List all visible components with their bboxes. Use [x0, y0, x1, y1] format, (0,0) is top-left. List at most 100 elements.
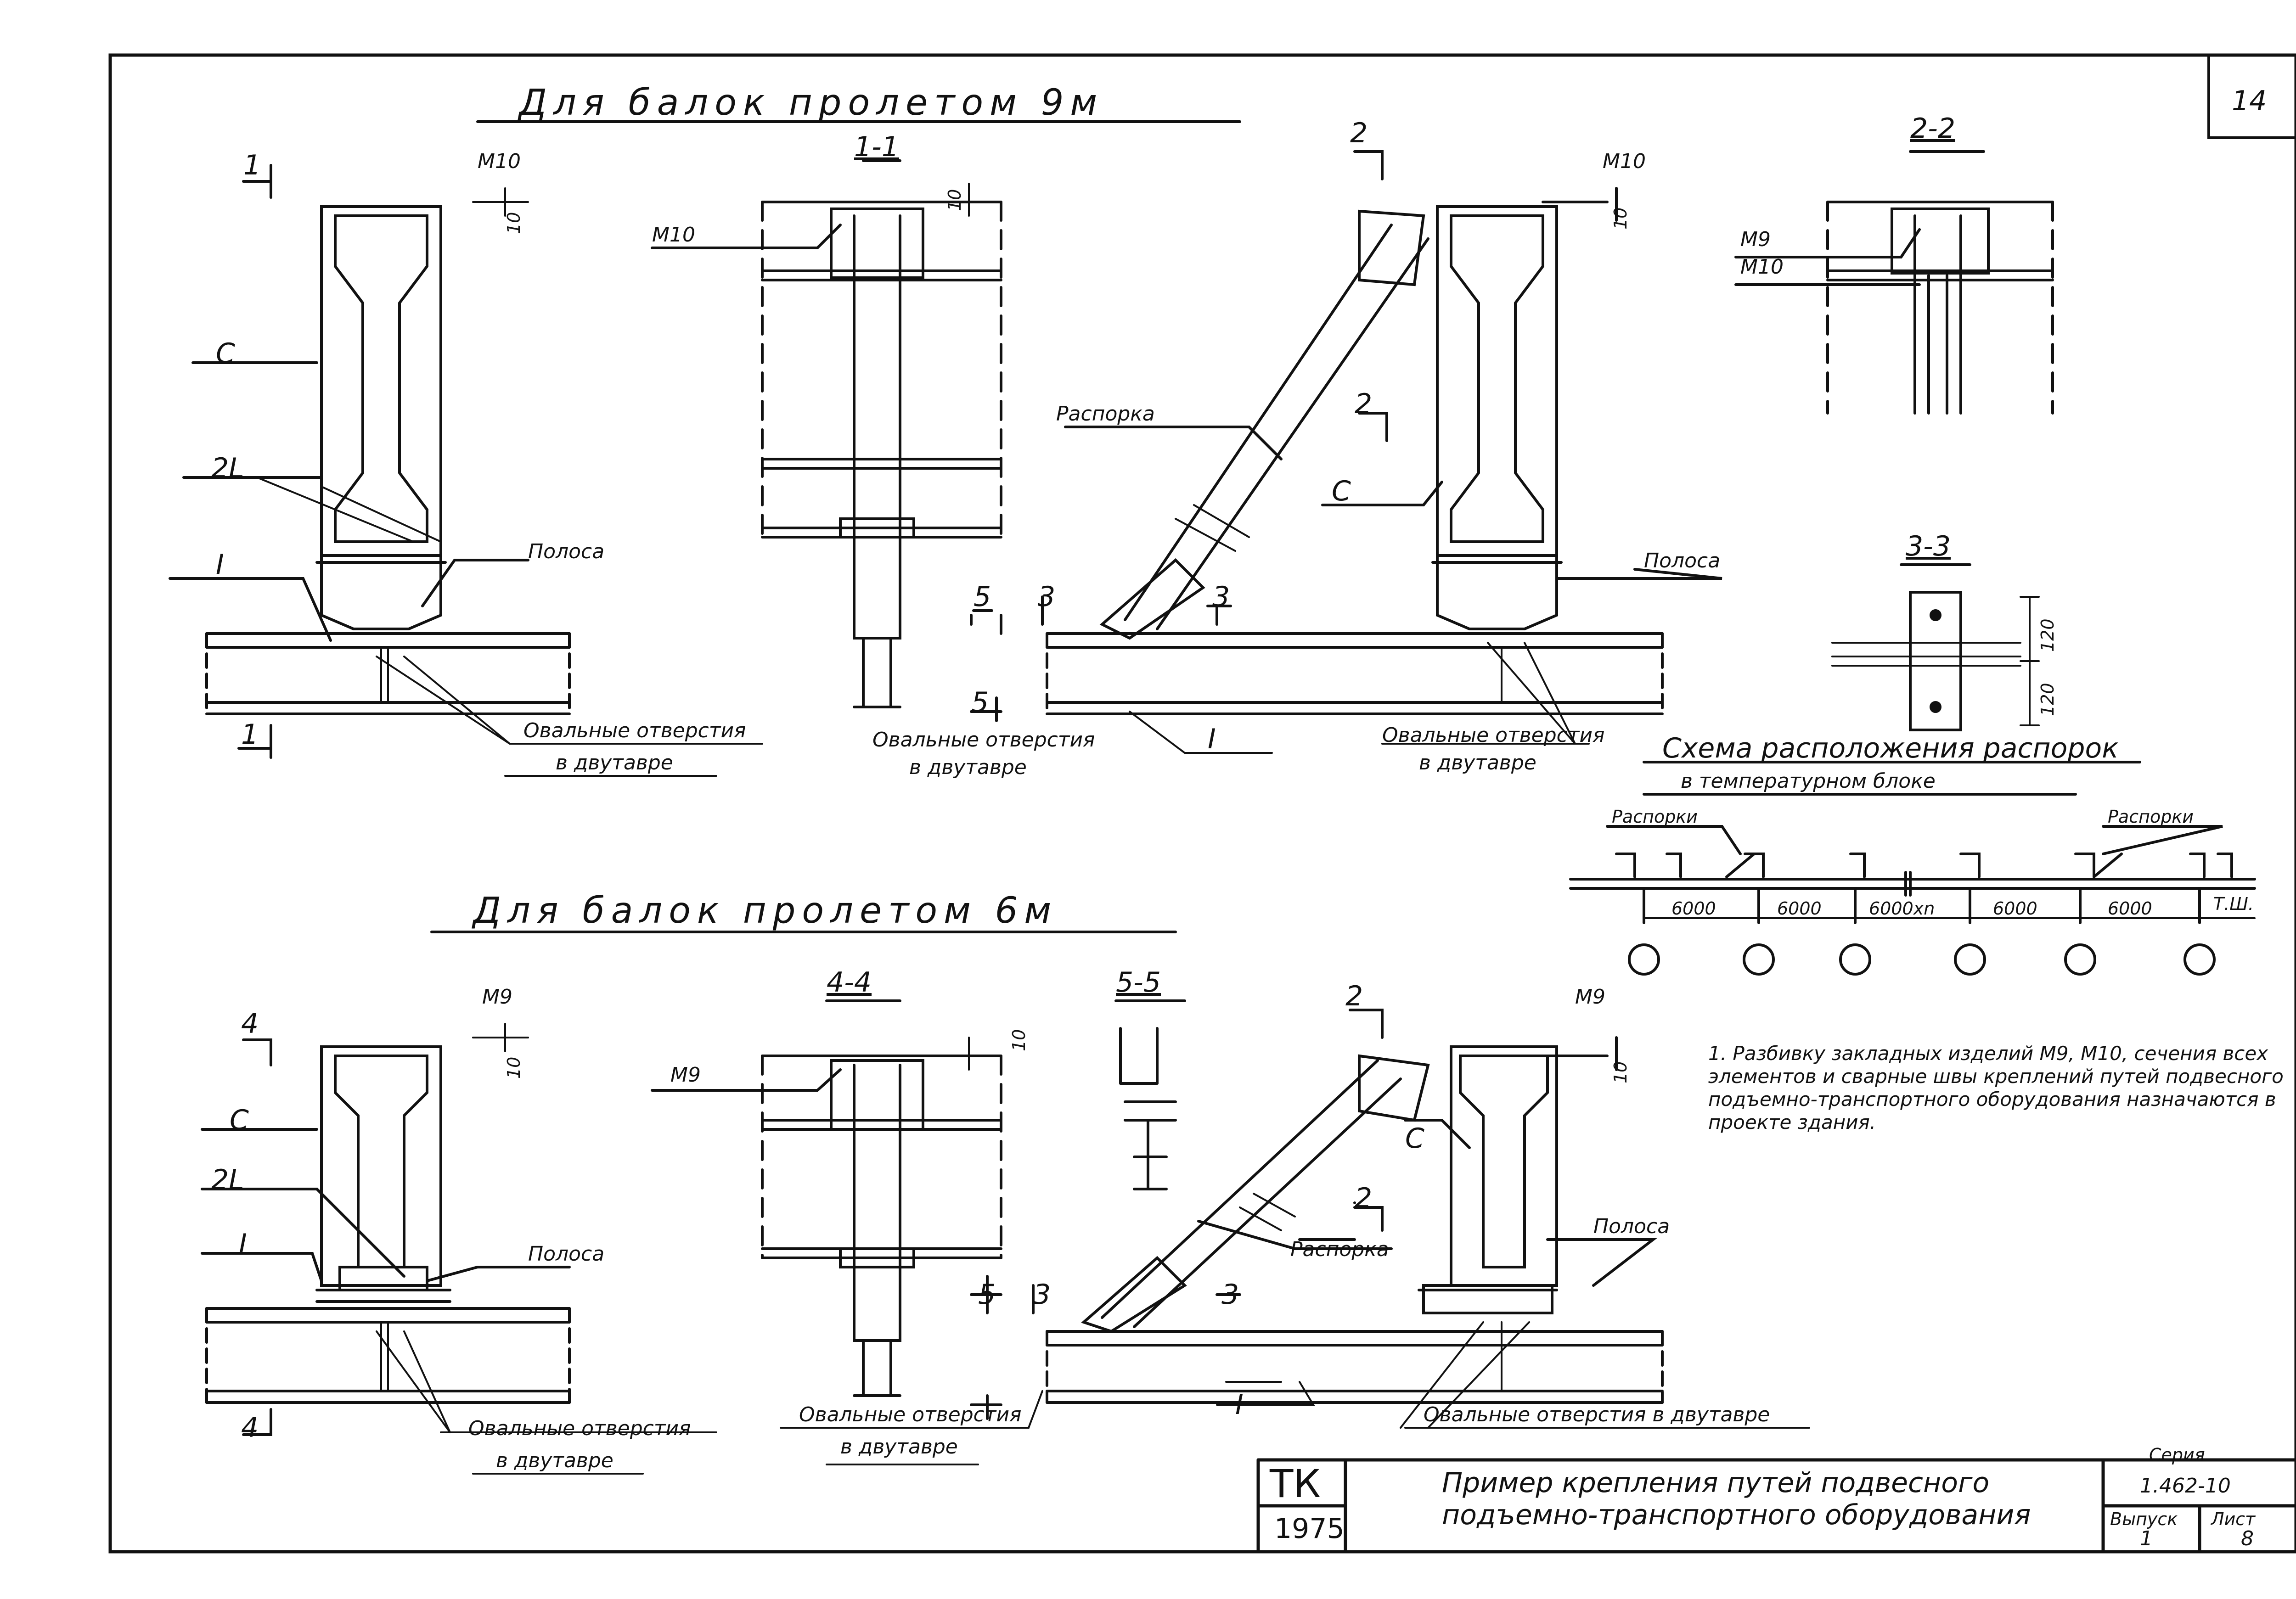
dim-120-top: 120: [2037, 618, 2058, 652]
label-m10-s11: M10: [652, 223, 695, 247]
view-b-9m: [970, 150, 1722, 754]
label-oval-a2: в двутавре: [556, 751, 673, 774]
label-m10-s22: M10: [1740, 255, 1784, 279]
label-2l-c: 2L: [211, 1164, 244, 1196]
label-c-c: С: [230, 1104, 249, 1136]
section-4-4-label: 4-4: [827, 966, 872, 999]
label-m9-d: M9: [1575, 985, 1605, 1009]
scheme-label-raspornki-left: Распорки: [1612, 807, 1698, 827]
mark-3-b-left: 3: [1038, 581, 1056, 613]
label-oval-c2: в двутавре: [496, 1449, 613, 1472]
label-polosa-a: Полоса: [528, 540, 605, 563]
view-section-1-1: [651, 159, 1002, 708]
note-text: 1. Разбивку закладных изделий М9, М10, с…: [1708, 1042, 2284, 1133]
label-oval-a1: Овальные отверстия: [523, 719, 746, 742]
title-9m: Для балок пролетом 9м: [519, 82, 1104, 123]
label-i-c: I: [239, 1228, 247, 1260]
mark-3-b-right: 3: [1212, 581, 1230, 613]
label-m9-c: M9: [482, 985, 512, 1009]
title-block-issue-label: Выпуск: [2110, 1509, 2178, 1529]
label-m10-b: M10: [1603, 150, 1646, 173]
label-oval-c1: Овальные отверстия: [468, 1417, 691, 1440]
mark-2-d-mid: 2: [1355, 1182, 1373, 1214]
label-m9-s22: M9: [1740, 228, 1771, 251]
label-i-d: I: [1235, 1389, 1244, 1421]
label-raspornka-b: Распорка: [1056, 402, 1155, 426]
view-c-6m: [201, 1023, 717, 1475]
scheme-title-1: Схема расположения распорок: [1662, 732, 2119, 764]
dim-10-s44: 10: [1009, 1029, 1029, 1051]
label-oval-b2: в двутавре: [1419, 751, 1536, 774]
label-oval-s11-1: Овальные отверстия: [872, 728, 1095, 752]
label-2l-a: 2L: [211, 452, 244, 484]
mark-5-b-top: 5: [974, 581, 991, 613]
dim-10-s11: 10: [945, 189, 965, 211]
dim-10-b: 10: [1610, 207, 1631, 230]
title-block-series-label: Серия: [2149, 1445, 2205, 1465]
scheme-span-3: 6000xn: [1869, 898, 1935, 919]
label-oval-d: Овальные отверстия в двутавре: [1424, 1403, 1770, 1426]
section-1-1-label: 1-1: [854, 131, 899, 163]
title-block-sheet-value: 8: [2241, 1527, 2254, 1550]
title-block: [1256, 1458, 2296, 1554]
label-i-b: I: [1208, 723, 1216, 755]
scheme-span-5: 6000: [2108, 898, 2152, 919]
view-section-2-2: [1734, 150, 2054, 415]
label-c-d: С: [1405, 1122, 1424, 1155]
title-block-series-value: 1.462-10: [2140, 1474, 2231, 1498]
title-block-title-1: Пример крепления путей подвесного: [1442, 1467, 1990, 1499]
label-oval-b1: Овальные отверстия: [1382, 724, 1605, 747]
mark-2-d-top: 2: [1345, 980, 1363, 1012]
label-c-a: С: [216, 337, 235, 370]
title-block-title-2: подъемно-транспортного оборудования: [1442, 1499, 2031, 1531]
label-raspornka-d: Распорка: [1290, 1238, 1389, 1261]
mark-5-b-bottom: 5: [971, 686, 989, 718]
label-polosa-c: Полоса: [528, 1242, 605, 1266]
mark-3-d-right: 3: [1221, 1279, 1239, 1311]
dim-120-bottom: 120: [2037, 683, 2058, 716]
title-block-issue-value: 1: [2140, 1527, 2153, 1550]
label-i-a: I: [216, 549, 224, 581]
label-polosa-b: Полоса: [1644, 549, 1721, 572]
label-m9-s44: M9: [670, 1063, 701, 1087]
view-section-5-5: [1114, 999, 1186, 1190]
page-number: 14: [2232, 85, 2267, 117]
scheme-joint-label: Т.Ш.: [2213, 894, 2254, 914]
section-2-2-label: 2-2: [1910, 112, 1955, 145]
scheme-title-2: в температурном блоке: [1681, 769, 1936, 793]
label-oval-s44-1: Овальные отверстия: [799, 1403, 1022, 1426]
label-oval-s11-2: в двутавре: [909, 756, 1027, 779]
label-c-b: С: [1332, 475, 1351, 507]
view-a-9m: [169, 164, 763, 777]
mark-3-d-left: 3: [1033, 1279, 1051, 1311]
title-block-sheet-label: Лист: [2211, 1509, 2256, 1529]
view-section-3-3: [1831, 563, 2040, 731]
mark-4-top: 4: [241, 1008, 259, 1040]
label-polosa-d: Полоса: [1593, 1215, 1670, 1238]
mark-2-b-top: 2: [1350, 117, 1368, 149]
mark-1-bottom: 1: [241, 718, 259, 751]
scheme-label-raspornki-right: Распорки: [2108, 807, 2194, 827]
section-3-3-label: 3-3: [1906, 530, 1951, 562]
dim-10-d: 10: [1610, 1061, 1631, 1083]
strut-scheme: [1569, 761, 2256, 976]
view-d-6m: [780, 1009, 1810, 1465]
mark-4-bottom: 4: [241, 1412, 259, 1444]
page-number-box: [2207, 54, 2296, 139]
dim-10-c: 10: [504, 1056, 524, 1079]
dim-10-a: 10: [504, 212, 524, 234]
scheme-span-2: 6000: [1777, 898, 1822, 919]
view-section-4-4: [651, 999, 1002, 1397]
title-block-mark: ТК: [1270, 1461, 1321, 1506]
mark-5-d-top: 5: [978, 1279, 996, 1311]
title-block-year: 1975: [1274, 1513, 1345, 1545]
section-5-5-label: 5-5: [1116, 966, 1161, 999]
scheme-span-4: 6000: [1993, 898, 2037, 919]
label-oval-s44-2: в двутавре: [840, 1435, 958, 1459]
mark-2-b-mid: 2: [1355, 388, 1373, 420]
scheme-span-1: 6000: [1671, 898, 1716, 919]
sheet-frame: [108, 53, 2296, 1554]
label-m10-a: M10: [478, 150, 521, 173]
